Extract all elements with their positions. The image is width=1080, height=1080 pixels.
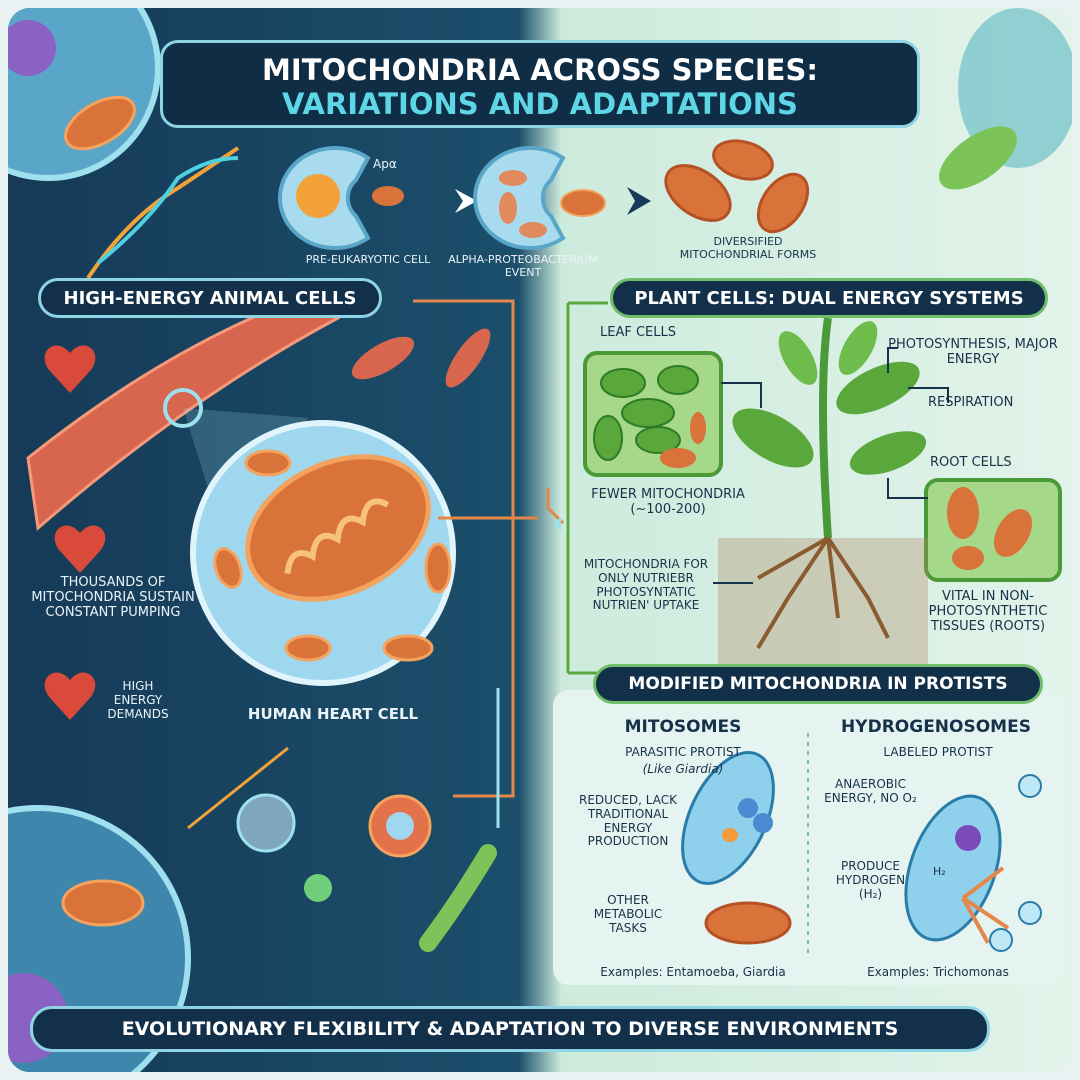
hydrogenosomes-examples: Examples: Trichomonas (867, 965, 1009, 979)
heart-cell-label: HUMAN HEART CELL (247, 705, 419, 723)
other-tasks-text: OTHER METABOLIC TASKS (593, 893, 663, 935)
root-note-text: MITOCHONDRIA FOR ONLY NUTRIEBR PHOTOSYNT… (583, 557, 709, 613)
neuron (304, 874, 332, 902)
title-line2: VARIATIONS AND ADAPTATIONS (282, 87, 798, 121)
fewer-mitochondria-text: FEWER MITOCHONDRIA (~100-200) (591, 487, 745, 517)
plant-cells-header: PLANT CELLS: DUAL ENERGY SYSTEMS (610, 278, 1048, 318)
step3-label: DIVERSIFIED MITOCHONDRIAL FORMS (679, 235, 817, 261)
bacterium (419, 844, 497, 952)
nucleus (8, 20, 56, 76)
mitochondrion (664, 164, 732, 222)
apa-label: Apα (373, 157, 397, 171)
parasitic-protist: PARASITIC PROTIST (625, 745, 741, 759)
produce-hydrogen-text: PRODUCE HYDROGEN (H₂) (835, 859, 906, 901)
title-banner: MITOCHONDRIA ACROSS SPECIES: VARIATIONS … (160, 40, 920, 128)
nucleus (296, 174, 340, 218)
leaf-cells-label: LEAF CELLS (600, 325, 676, 340)
mitosomes-title: MITOSOMES (624, 717, 742, 737)
mitosomes-examples: Examples: Entamoeba, Giardia (600, 965, 786, 979)
protist-top-right (958, 8, 1072, 168)
alpha-proteobacterium (372, 186, 404, 206)
heart-icon (54, 525, 106, 573)
root-cell (924, 478, 1062, 582)
root-cells-label: ROOT CELLS (930, 455, 1012, 470)
infographic: MITOCHONDRIA ACROSS SPECIES: VARIATIONS … (8, 8, 1072, 1072)
anaerobic-text: ANAEROBIC ENERGY, NO O₂ (824, 777, 917, 805)
like-giardia: (Like Giardia) (642, 762, 724, 776)
step1-label: PRE-EUKARYOTIC CELL (305, 253, 431, 266)
h2-bubble (1018, 774, 1042, 798)
protists-header: MODIFIED MITOCHONDRIA IN PROTISTS (593, 664, 1043, 704)
hydrogenosomes-title: HYDROGENOSOMES (841, 717, 1031, 737)
leaf (732, 408, 814, 468)
respiration-text: RESPIRATION (928, 395, 1014, 410)
arrow-icon (610, 187, 651, 215)
animal-cells-header: HIGH-ENERGY ANIMAL CELLS (38, 278, 382, 318)
heart-icon (44, 672, 96, 720)
vital-text: VITAL IN NON-PHOTOSYNTHETIC TISSUES (ROO… (928, 589, 1048, 634)
labeled-protist: LABELED PROTIST (883, 745, 993, 759)
bacterium (939, 126, 1017, 190)
mitochondrion (64, 95, 136, 151)
dna-icon (86, 146, 240, 280)
photosynthesis-text: PHOTOSYNTHESIS, MAJOR ENERGY (888, 337, 1058, 367)
footer-banner: EVOLUTIONARY FLEXIBILITY & ADAPTATION TO… (30, 1006, 990, 1052)
mitosome (704, 901, 792, 945)
high-energy-text: HIGH ENERGY DEMANDS (107, 679, 169, 721)
magnifier-ring (163, 388, 203, 428)
illustrations (8, 8, 1072, 1072)
roots (756, 536, 890, 650)
h2-bubble (989, 928, 1013, 952)
thousands-text: THOUSANDS OF MITOCHONDRIA SUSTAIN CONSTA… (31, 575, 195, 620)
arrow-icon (428, 189, 477, 213)
heart-icon (44, 345, 96, 393)
h2-label: H₂ (933, 865, 946, 878)
mitochondrion (61, 879, 145, 927)
step2-label: ALPHA-PROTEOBACTERIUM EVENT (448, 253, 598, 279)
plant-stem (819, 317, 832, 539)
engulfing-cell (473, 146, 566, 250)
muscle-fiber (26, 286, 340, 531)
giardia-protist (681, 751, 775, 885)
title-line1: MITOCHONDRIA ACROSS SPECIES: (262, 53, 818, 87)
h2-bubble (1018, 901, 1042, 925)
connector-line (413, 299, 515, 798)
reduced-text: REDUCED, LACK TRADITIONAL ENERGY PRODUCT… (579, 793, 677, 849)
